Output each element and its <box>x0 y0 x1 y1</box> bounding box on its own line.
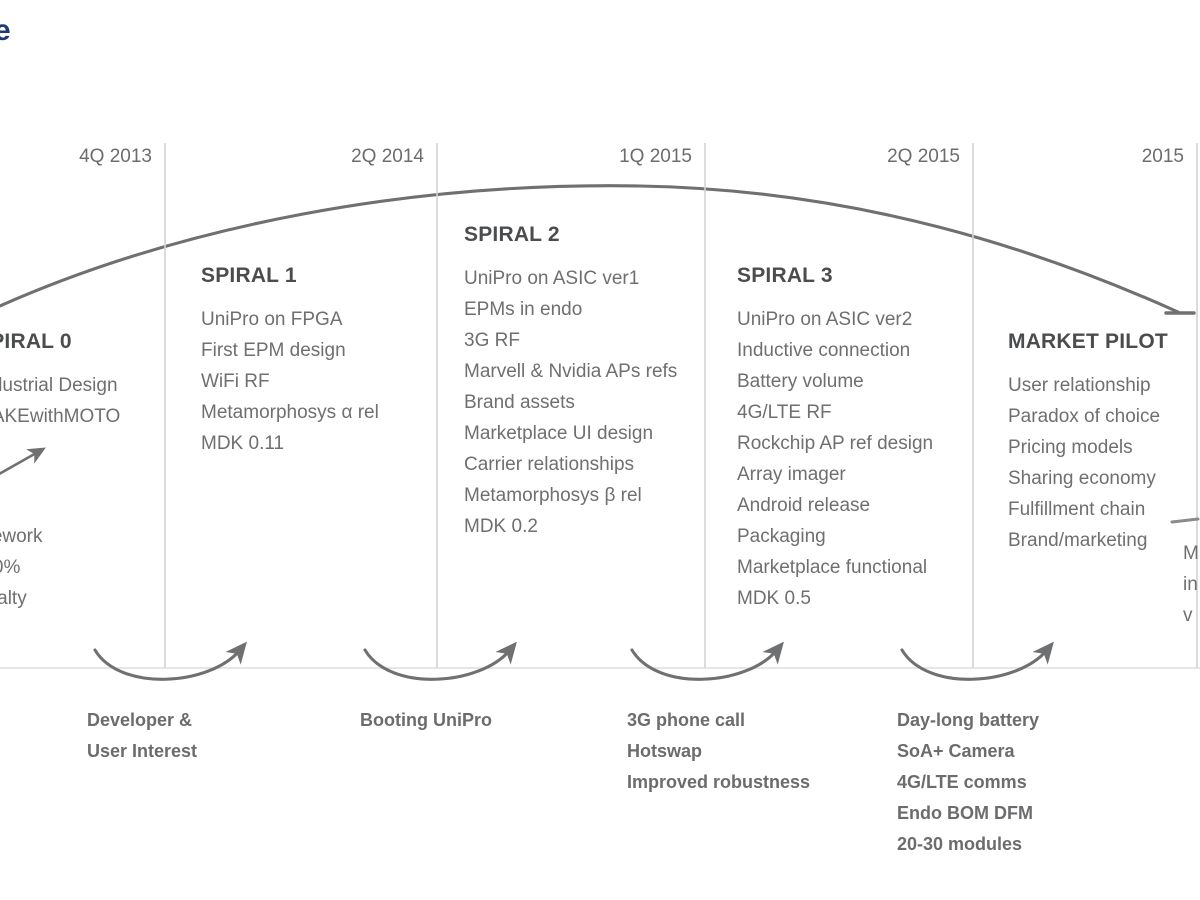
list-item: SoA+ Camera <box>897 741 1015 761</box>
quarter-label-1q2015: 1Q 2015 <box>619 146 692 167</box>
page-title-fragment: e <box>0 14 11 47</box>
list-item: Industrial Design <box>0 375 118 396</box>
outcome-3-block: 3G phone call Hotswap Improved robustnes… <box>627 705 810 798</box>
cropped-right-list: M in v <box>1183 538 1200 631</box>
outcome-arrow-4 <box>900 641 1054 681</box>
spiral-1-block: SPIRAL 1 UniPro on FPGA First EPM design… <box>201 264 379 459</box>
outcome-arrow-1 <box>93 641 247 681</box>
quarter-label-2q2015: 2Q 2015 <box>887 146 960 167</box>
outcome-2-list: Booting UniPro <box>360 705 492 736</box>
list-item: 4G/LTE comms <box>897 772 1027 792</box>
outcome-1-list: Developer & User Interest <box>87 705 197 767</box>
spiral-2-block: SPIRAL 2 UniPro on ASIC ver1 EPMs in end… <box>464 223 677 542</box>
spiral-0-title: SPIRAL 0 <box>0 330 72 353</box>
list-item: 20-30 modules <box>897 834 1023 854</box>
list-item: Marvell & Nvidia APs refs <box>464 361 678 382</box>
market-pilot-title: MARKET PILOT <box>1008 330 1168 353</box>
list-item: 3G RF <box>464 330 520 351</box>
list-item: UniPro on ASIC ver1 <box>464 268 640 289</box>
outcome-3-list: 3G phone call Hotswap Improved robustnes… <box>627 705 810 798</box>
list-item: enalty <box>0 588 27 609</box>
outcome-1-block: Developer & User Interest <box>87 705 197 767</box>
list-item: MDK 0.2 <box>464 516 538 537</box>
edge-block-tick <box>1170 517 1200 524</box>
list-item: Improved robustness <box>627 772 811 792</box>
list-item: Hotswap <box>627 741 703 761</box>
list-item: First EPM design <box>201 340 346 361</box>
outcome-arrow-3 <box>630 641 784 681</box>
quarter-label-2015: 2015 <box>1141 146 1184 167</box>
list-item: Carrier relationships <box>464 454 635 475</box>
list-item: 3G phone call <box>627 710 746 730</box>
cropped-right-block: M in v <box>1183 538 1200 631</box>
list-item: Brand assets <box>464 392 575 413</box>
list-item: Array imager <box>737 464 846 485</box>
list-item: UniPro on ASIC ver2 <box>737 309 913 330</box>
outcome-arrow-2 <box>363 641 517 681</box>
list-item: Metamorphosys α rel <box>201 402 379 423</box>
list-item: MDK 0.5 <box>737 588 811 609</box>
list-item: Rockchip AP ref design <box>737 433 934 454</box>
spiral-2-title: SPIRAL 2 <box>464 223 560 246</box>
list-item: v <box>1183 605 1193 626</box>
spiral-0-list: Industrial Design MAKEwithMOTO <box>0 370 120 432</box>
spiral-3-list: UniPro on ASIC ver2 Inductive connection… <box>737 304 933 614</box>
spiral-1-title: SPIRAL 1 <box>201 264 297 287</box>
list-item: Android release <box>737 495 871 516</box>
list-item: M <box>1183 543 1199 564</box>
outcome-4-block: Day-long battery SoA+ Camera 4G/LTE comm… <box>897 705 1039 860</box>
list-item: User Interest <box>87 741 198 761</box>
market-pilot-list: User relationship Paradox of choice Pric… <box>1008 370 1168 556</box>
list-item: in <box>1183 574 1198 595</box>
quarter-label-2q2014: 2Q 2014 <box>351 146 424 167</box>
spiral-0-diagonal-arrow <box>0 447 46 475</box>
list-item: User relationship <box>1008 375 1151 396</box>
spiral-1-list: UniPro on FPGA First EPM design WiFi RF … <box>201 304 379 459</box>
list-item: Packaging <box>737 526 826 547</box>
list-item: Day-long battery <box>897 710 1040 730</box>
list-item: Paradox of choice <box>1008 406 1161 427</box>
list-item: Metamorphosys β rel <box>464 485 642 506</box>
list-item: -30% <box>0 557 21 578</box>
list-item: EPMs in endo <box>464 299 583 320</box>
spiral-2-list: UniPro on ASIC ver1 EPMs in endo 3G RF M… <box>464 263 677 542</box>
spiral-3-block: SPIRAL 3 UniPro on ASIC ver2 Inductive c… <box>737 264 933 614</box>
spiral-0-sub-block: mework -30% enalty <box>0 521 43 614</box>
spiral-3-title: SPIRAL 3 <box>737 264 833 287</box>
outcome-2-block: Booting UniPro <box>360 705 492 736</box>
list-item: Developer & <box>87 710 193 730</box>
list-item: Sharing economy <box>1008 468 1156 489</box>
list-item: UniPro on FPGA <box>201 309 343 330</box>
list-item: Battery volume <box>737 371 864 392</box>
quarter-label-4q2013: 4Q 2013 <box>79 146 152 167</box>
spiral-0-sub-list: mework -30% enalty <box>0 521 43 614</box>
list-item: Brand/marketing <box>1008 530 1148 551</box>
list-item: Marketplace functional <box>737 557 928 578</box>
list-item: Marketplace UI design <box>464 423 654 444</box>
market-pilot-block: MARKET PILOT User relationship Paradox o… <box>1008 330 1168 556</box>
list-item: 4G/LTE RF <box>737 402 832 423</box>
list-item: MAKEwithMOTO <box>0 406 121 427</box>
outcome-4-list: Day-long battery SoA+ Camera 4G/LTE comm… <box>897 705 1039 860</box>
list-item: Endo BOM DFM <box>897 803 1033 823</box>
list-item: Inductive connection <box>737 340 911 361</box>
list-item: Pricing models <box>1008 437 1133 458</box>
list-item: Booting UniPro <box>360 710 492 730</box>
list-item: WiFi RF <box>201 371 270 392</box>
list-item: Fulfillment chain <box>1008 499 1146 520</box>
list-item: mework <box>0 526 43 547</box>
spiral-0-block: SPIRAL 0 Industrial Design MAKEwithMOTO <box>0 330 120 432</box>
list-item: MDK 0.11 <box>201 433 285 454</box>
